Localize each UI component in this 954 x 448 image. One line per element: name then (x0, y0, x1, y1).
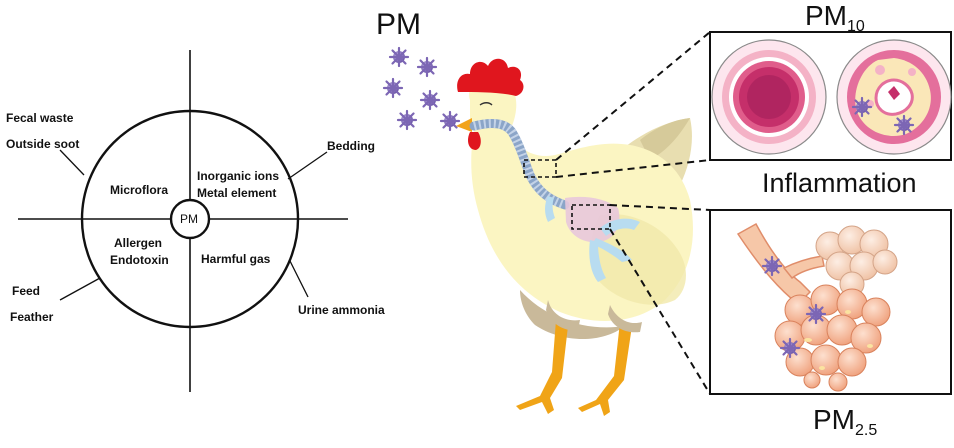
quadrant-inorganic-ions: Inorganic ions (197, 169, 280, 183)
chicken-tail-feathers (640, 118, 690, 160)
callout-line (555, 31, 711, 161)
chicken-wing (590, 214, 686, 305)
particle (416, 56, 438, 78)
spoke-feed (59, 277, 101, 301)
spoke-outside-soot (59, 149, 85, 176)
label-fecal-waste: Fecal waste (6, 111, 74, 125)
chicken-wattle (468, 132, 481, 150)
bronchiole-branch (782, 255, 825, 280)
pm-title: PM (376, 8, 421, 41)
pm10-panel (709, 31, 952, 161)
quadrant-harmful-gas: Harmful gas (201, 252, 271, 266)
particle (805, 303, 827, 325)
spoke-bedding (287, 151, 328, 180)
air-sac (600, 218, 640, 236)
label-feather: Feather (10, 310, 54, 324)
callout-line (609, 204, 711, 211)
quadrant-endotoxin: Endotoxin (110, 253, 169, 267)
pm25-subscript: 2.5 (855, 422, 878, 439)
particle (382, 77, 404, 99)
chicken-illustration (456, 58, 693, 416)
source-diagram (18, 50, 348, 392)
pm10-base: PM (805, 0, 847, 31)
chicken-belly-shade (520, 290, 625, 340)
pm25-base: PM (813, 404, 855, 435)
label-urine-ammonia: Urine ammonia (298, 303, 385, 317)
particle (761, 255, 783, 277)
quadrant-microflora: Microflora (110, 183, 169, 197)
pm25-title: PM2.5 (813, 404, 877, 439)
trachea-callout-box (523, 159, 557, 178)
label-bedding: Bedding (327, 139, 375, 153)
inflamed-bronchus (836, 39, 952, 155)
pm25-panel (709, 209, 952, 395)
label-feed: Feed (12, 284, 41, 298)
particle (396, 109, 418, 131)
chicken-eye (479, 102, 493, 106)
trachea (469, 119, 570, 210)
chicken-comb (457, 58, 524, 96)
chicken-beak (456, 118, 472, 132)
pm10-subscript: 10 (847, 18, 865, 35)
center-circle (169, 198, 211, 240)
spoke-urine-ammonia (289, 260, 309, 298)
chicken-legs (516, 300, 642, 416)
airborne-particles (382, 46, 461, 132)
particle (851, 96, 873, 118)
air-sac (545, 196, 555, 222)
callouts (523, 31, 711, 395)
air-sac (592, 238, 632, 262)
particle (419, 89, 441, 111)
outer-circle (80, 109, 300, 329)
alveoli-cluster-inflamed (774, 284, 891, 392)
quadrant-metal-element: Metal element (197, 186, 277, 200)
particle (388, 46, 410, 68)
healthy-bronchus (711, 39, 827, 155)
inflammation-title: Inflammation (762, 168, 917, 198)
particle (893, 114, 915, 136)
particle (439, 110, 461, 132)
particle (779, 337, 801, 359)
callout-line (609, 228, 711, 395)
callout-line (555, 159, 711, 178)
air-sac (589, 240, 606, 282)
label-outside-soot: Outside soot (6, 137, 80, 151)
quadrant-allergen: Allergen (114, 236, 163, 250)
lung-callout-box (571, 204, 611, 230)
pm10-title: PM10 (805, 0, 865, 35)
center-pm-label: PM (180, 212, 198, 226)
